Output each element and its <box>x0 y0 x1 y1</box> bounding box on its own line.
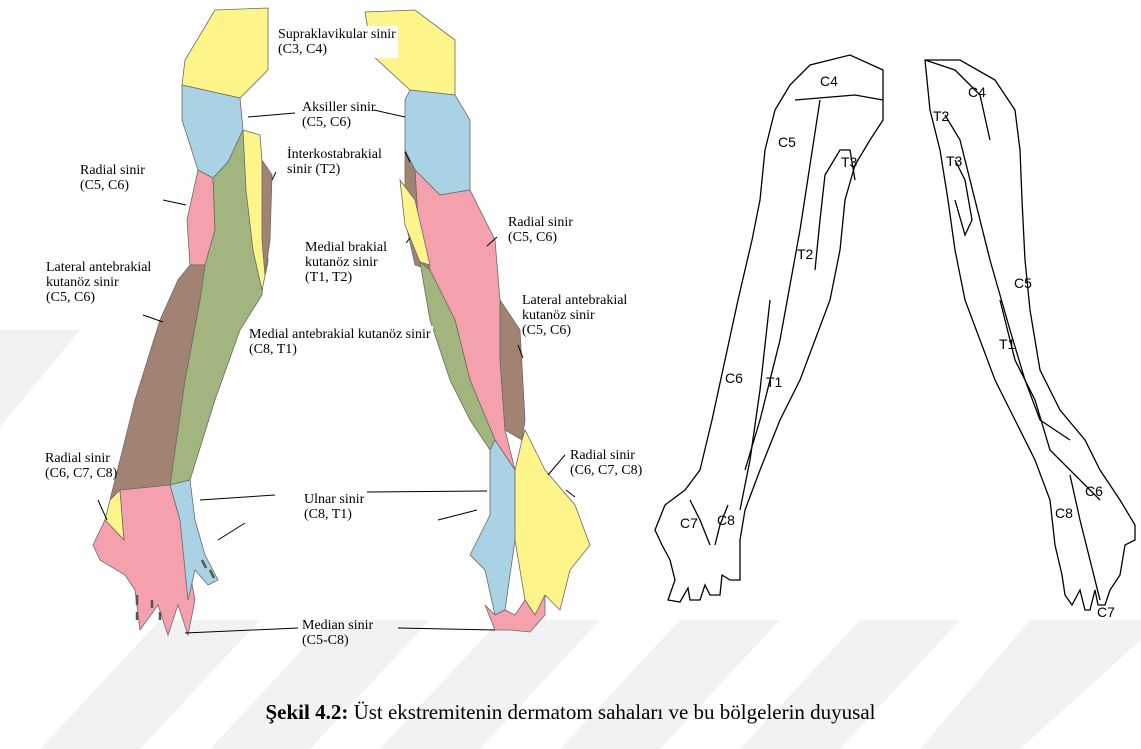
right-arm-outline <box>925 60 1135 610</box>
dermatome-left-t1: T1 <box>766 374 782 390</box>
dermatome-right-t3: T3 <box>946 153 962 169</box>
dermatome-right-c7: C7 <box>1097 604 1115 620</box>
radial-nerve-hand-right-label: Radial sinir(C6, C7, C8) <box>570 448 642 478</box>
radial-nerve-hand-left-label: Radial sinir(C6, C7, C8) <box>45 451 117 481</box>
left-arm-colored <box>93 8 272 635</box>
dermatome-right-t2: T2 <box>933 108 949 124</box>
left-supraclavicular-area <box>182 8 268 98</box>
figure-caption: Şekil 4.2: Üst ekstremitenin dermatom sa… <box>0 700 1141 725</box>
dermatome-right-c5: C5 <box>1014 275 1032 291</box>
axillary-nerve-label: Aksiller sinir(C5, C6) <box>302 100 376 130</box>
dermatome-right-t1: T1 <box>999 336 1015 352</box>
dermatome-left-t2: T2 <box>797 246 813 262</box>
dermatome-left-c4: C4 <box>820 73 838 89</box>
dermatome-right-c6: C6 <box>1085 483 1103 499</box>
figure-caption-text: Üst ekstremitenin dermatom sahaları ve b… <box>348 700 875 724</box>
medial-antebrachial-nerve-label: Medial antebrakial kutanöz sinir(C8, T1) <box>247 326 433 358</box>
radial-nerve-upper-right-label: Radial sinir(C5, C6) <box>508 215 573 245</box>
ulnar-nerve-label: Ulnar sinir(C8, T1) <box>304 492 364 522</box>
dermatome-left-c5: C5 <box>778 134 796 150</box>
dermatome-left-t3: T3 <box>841 154 857 170</box>
dermatome-left-c7: C7 <box>680 515 698 531</box>
median-nerve-label: Median sinir(C5-C8) <box>302 618 373 648</box>
figure-caption-number: Şekil 4.2: <box>265 700 348 724</box>
supraclavicular-nerve-label: Supraklavikular sinir(C3, C4) <box>276 26 398 58</box>
right-ulnar-hand-area <box>470 440 515 615</box>
dermatome-left-c6: C6 <box>725 370 743 386</box>
dermatome-right-c4: C4 <box>968 84 986 100</box>
dermatome-left-c8: C8 <box>717 512 735 528</box>
left-medial-brachial-strip <box>262 160 272 275</box>
dermatome-right-c8: C8 <box>1055 505 1073 521</box>
radial-nerve-upper-left-label: Radial sinir(C5, C6) <box>80 163 145 193</box>
